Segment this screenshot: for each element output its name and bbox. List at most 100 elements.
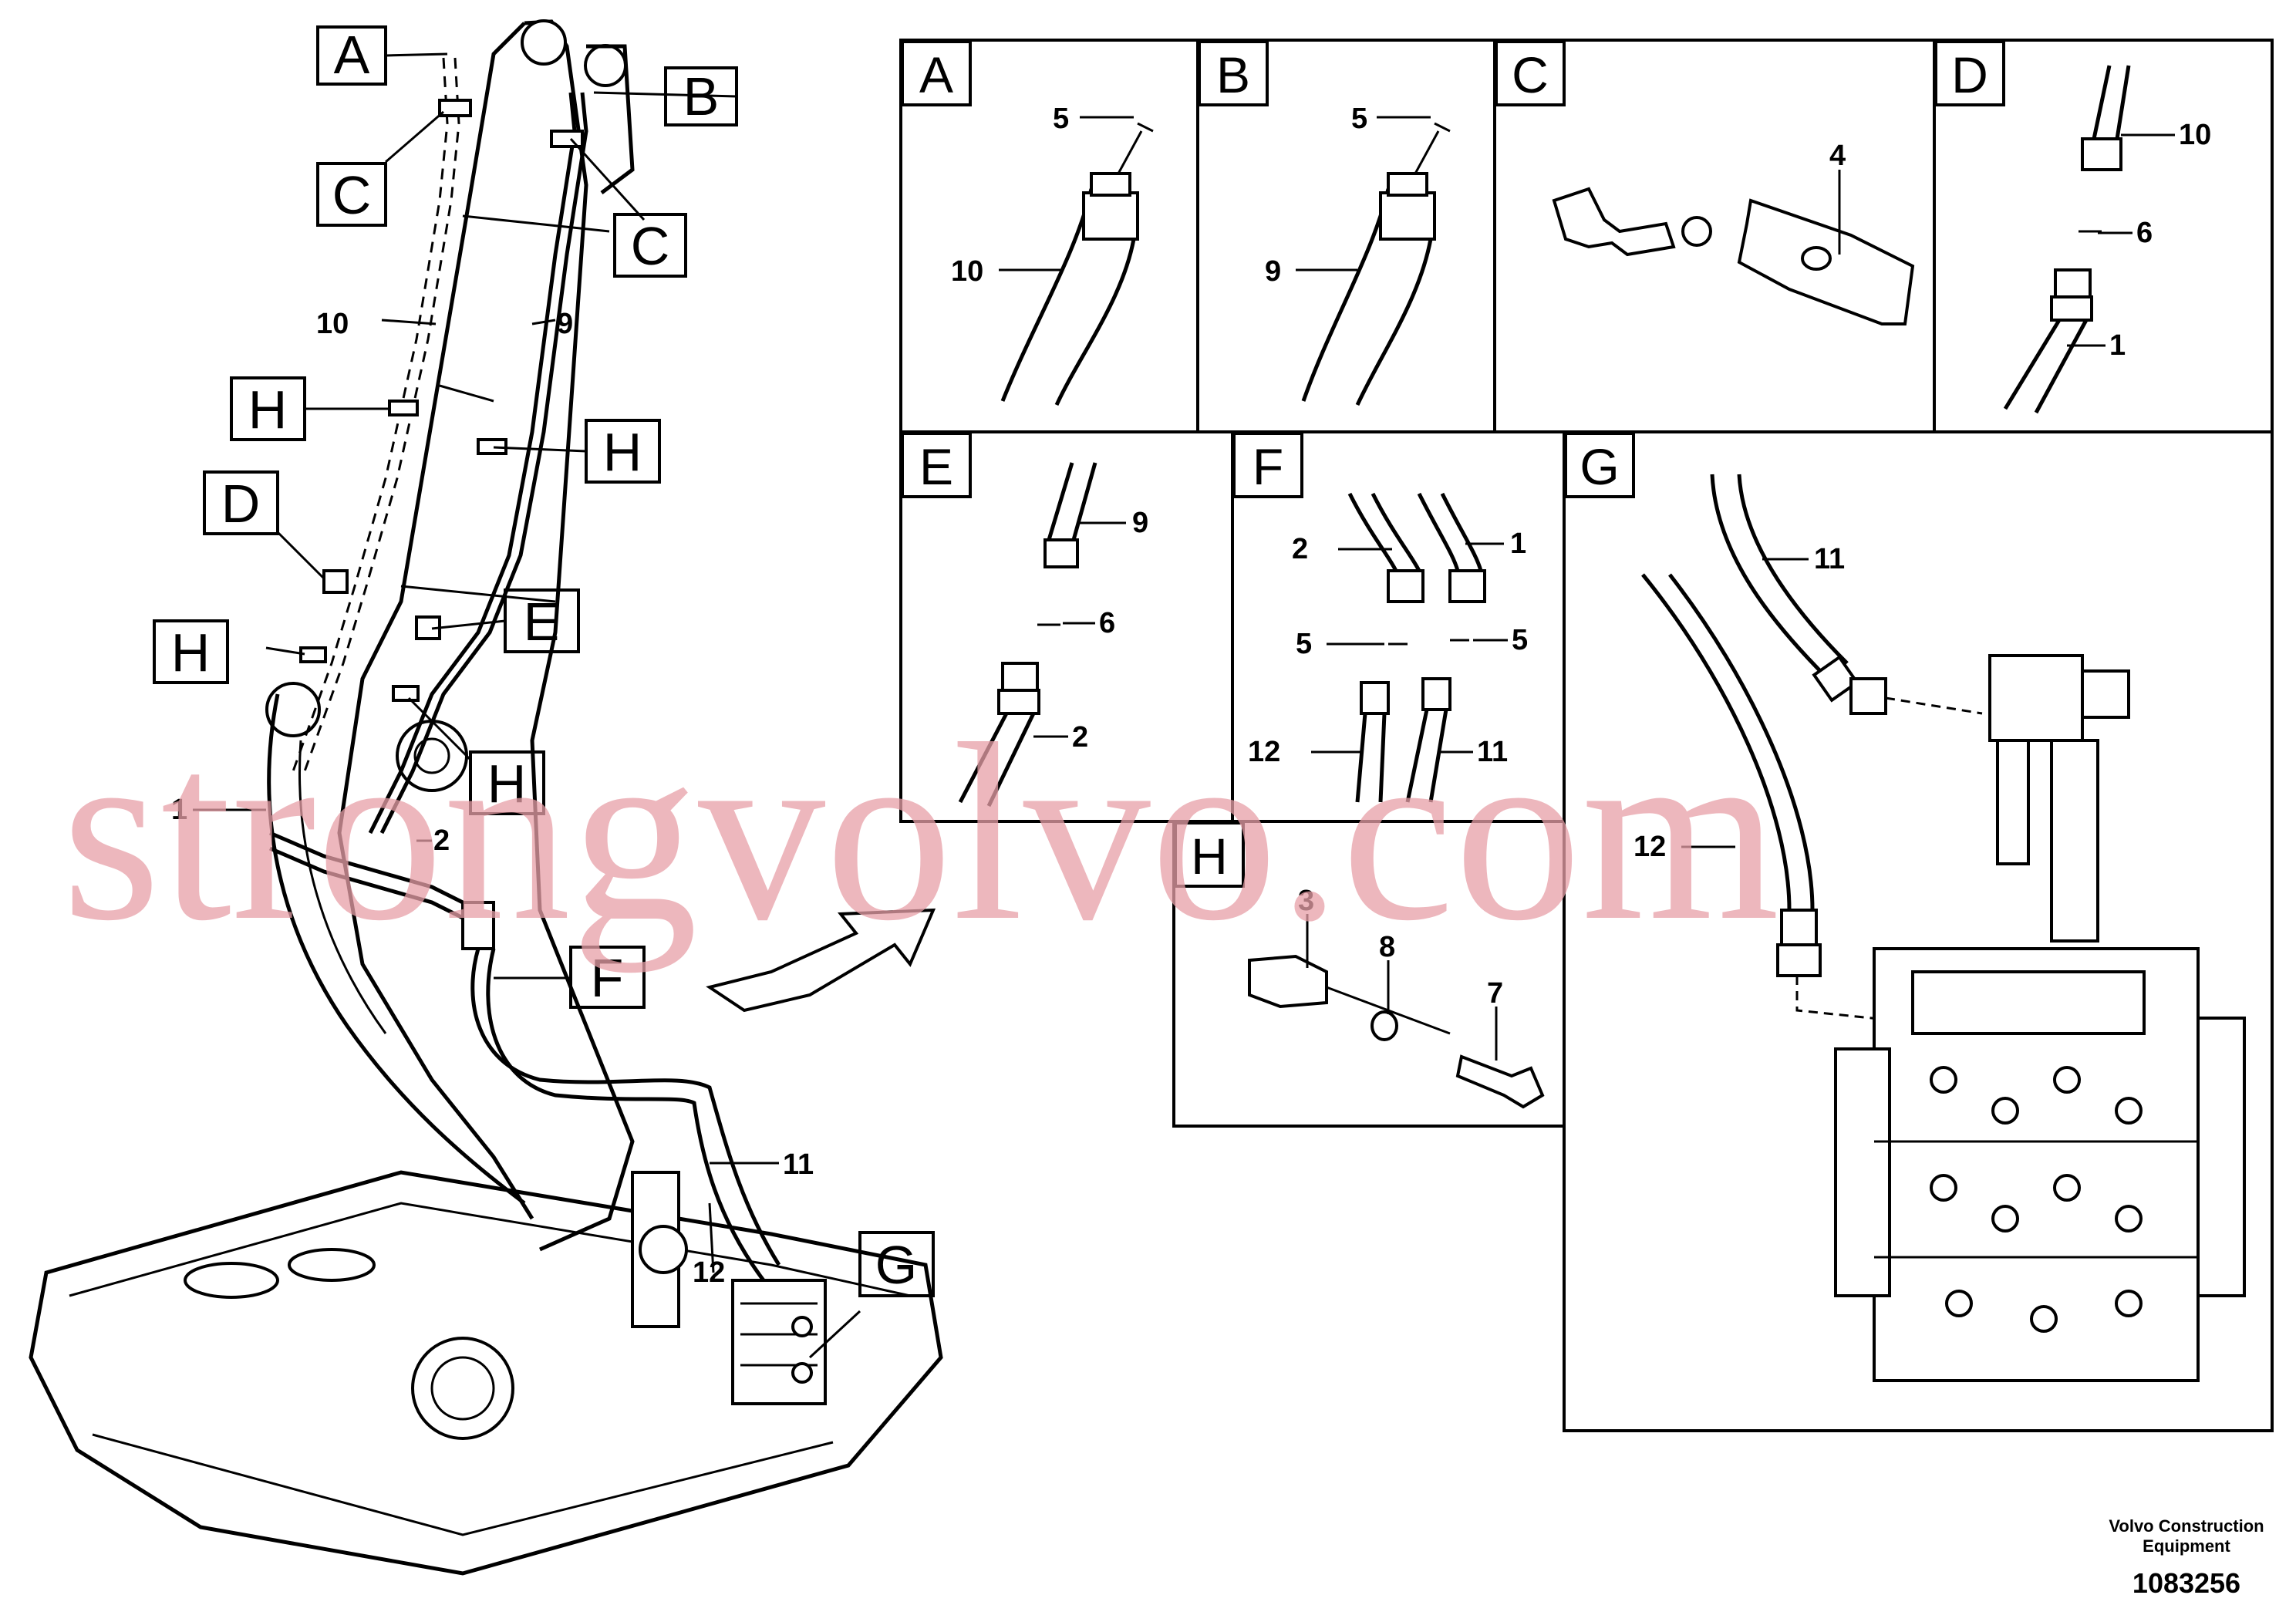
callout-e-left: E <box>504 588 580 653</box>
label-1-left: 1 <box>171 794 187 826</box>
panel-h-clamp-block <box>1248 954 1328 1009</box>
svg-text:F: F <box>1253 438 1283 495</box>
panel-g-nut <box>1849 677 1887 715</box>
callout-b-left: B <box>664 66 738 126</box>
callout-h-left-2: H <box>585 419 661 484</box>
frame-slot-1 <box>184 1262 279 1299</box>
panel-f-elbow-right <box>1448 569 1486 603</box>
callout-h-left-3: H <box>153 619 229 684</box>
svg-text:B: B <box>1216 46 1250 103</box>
svg-text:C: C <box>332 165 372 225</box>
callout-f-left: F <box>569 946 646 1009</box>
panel-g-pilot-valve <box>1988 654 2084 742</box>
boom-pin-boss-top <box>521 19 567 66</box>
panel-b: B 5 9 <box>1198 40 1451 406</box>
panel-g-union <box>1780 909 1818 950</box>
boom-pin-boss-side <box>584 44 627 87</box>
label-11-left: 11 <box>783 1148 814 1181</box>
callout-h-left-4: H <box>469 750 545 815</box>
svg-text:E: E <box>919 438 953 495</box>
svg-text:E: E <box>524 592 560 652</box>
callout-d-left: D <box>203 470 279 535</box>
clamp-c2 <box>550 130 584 148</box>
union-block-f <box>461 901 495 950</box>
label-1-d: 1 <box>2109 329 2126 362</box>
label-1-f: 1 <box>1510 528 1526 560</box>
label-3-h: 3 <box>1298 885 1314 917</box>
svg-text:D: D <box>221 474 261 534</box>
label-12-g: 12 <box>1633 831 1666 863</box>
panel-a: A 5 10 <box>901 40 1154 406</box>
panel-f: F 2 1 5 5 12 11 <box>1232 432 1528 803</box>
clamp-h1 <box>388 400 419 416</box>
clamp-c1 <box>438 99 472 117</box>
label-10-left: 10 <box>316 308 349 340</box>
svg-text:G: G <box>875 1235 917 1295</box>
panel-h-washer <box>1371 1010 1398 1041</box>
clamp-h2 <box>477 438 507 455</box>
label-5-f-left: 5 <box>1296 628 1312 660</box>
svg-text:H: H <box>1191 828 1228 885</box>
watermark: strongvolvo.com <box>62 692 1779 973</box>
clamp-h4 <box>392 685 420 702</box>
panel-c-washer <box>1681 216 1712 247</box>
label-12-f: 12 <box>1248 736 1280 768</box>
svg-text:G: G <box>1580 438 1619 495</box>
swing-bearing-hole <box>411 1337 514 1440</box>
panel-f-elbow-left <box>1387 569 1424 603</box>
panel-e: E 9 6 2 <box>901 432 1148 808</box>
svg-text:F: F <box>591 948 624 1008</box>
left-leaders <box>193 52 861 1359</box>
svg-text:C: C <box>631 216 670 276</box>
panel-g-elbow <box>1812 655 1859 703</box>
svg-text:H: H <box>603 422 642 482</box>
panel-f-union-left <box>1360 681 1390 715</box>
footer: Volvo Construction Equipment 1083256 <box>2109 1516 2264 1599</box>
clamp-h3 <box>299 646 327 663</box>
panel-a-fitting <box>1082 191 1139 241</box>
label-2-f: 2 <box>1292 533 1308 565</box>
panel-h: H 3 8 7 <box>1174 821 1545 1109</box>
svg-text:A: A <box>919 46 953 103</box>
frame-slot-2 <box>288 1248 376 1282</box>
label-2-e: 2 <box>1072 721 1088 754</box>
label-4-c: 4 <box>1829 140 1846 172</box>
callout-g-left: G <box>858 1231 935 1297</box>
callout-a-left: A <box>316 25 387 86</box>
label-7-h: 7 <box>1487 977 1503 1010</box>
drawing-number: 1083256 <box>2132 1567 2240 1599</box>
label-6-d: 6 <box>2136 217 2153 249</box>
svg-text:B: B <box>683 66 720 126</box>
left-number-labels: 10 9 1 2 11 12 <box>171 308 814 1289</box>
label-5-a: 5 <box>1053 103 1069 135</box>
direction-arrow <box>706 908 936 1013</box>
label-9-left: 9 <box>557 308 573 340</box>
label-9-b: 9 <box>1265 255 1281 288</box>
label-2-left: 2 <box>433 824 450 857</box>
panel-g-bracket <box>1996 739 2030 865</box>
svg-text:H: H <box>248 379 288 440</box>
label-11-g: 11 <box>1814 543 1845 575</box>
callout-c-left-1: C <box>316 162 387 227</box>
control-valve-small <box>731 1279 827 1405</box>
label-8-h: 8 <box>1379 931 1395 963</box>
label-10-a: 10 <box>951 255 983 288</box>
upper-frame <box>29 1170 943 1576</box>
panel-d: D 10 6 1 <box>1934 40 2211 414</box>
panel-d-union-top <box>2081 137 2122 171</box>
callout-h-left-1: H <box>230 376 306 441</box>
svg-text:H: H <box>171 622 211 683</box>
label-6-e: 6 <box>1099 607 1115 639</box>
panel-h-bolt <box>1455 1054 1545 1109</box>
label-10-d: 10 <box>2179 119 2211 151</box>
union-d <box>322 569 349 594</box>
label-12-left: 12 <box>693 1256 725 1289</box>
callout-c-left-2: C <box>613 213 687 278</box>
svg-text:A: A <box>334 25 370 85</box>
company-line-1: Volvo Construction <box>2109 1516 2264 1536</box>
panel-b-fitting <box>1379 191 1436 241</box>
label-5-f-right: 5 <box>1512 624 1528 656</box>
panel-g: G 11 12 <box>1564 432 2246 1382</box>
svg-text:D: D <box>1951 46 1988 103</box>
